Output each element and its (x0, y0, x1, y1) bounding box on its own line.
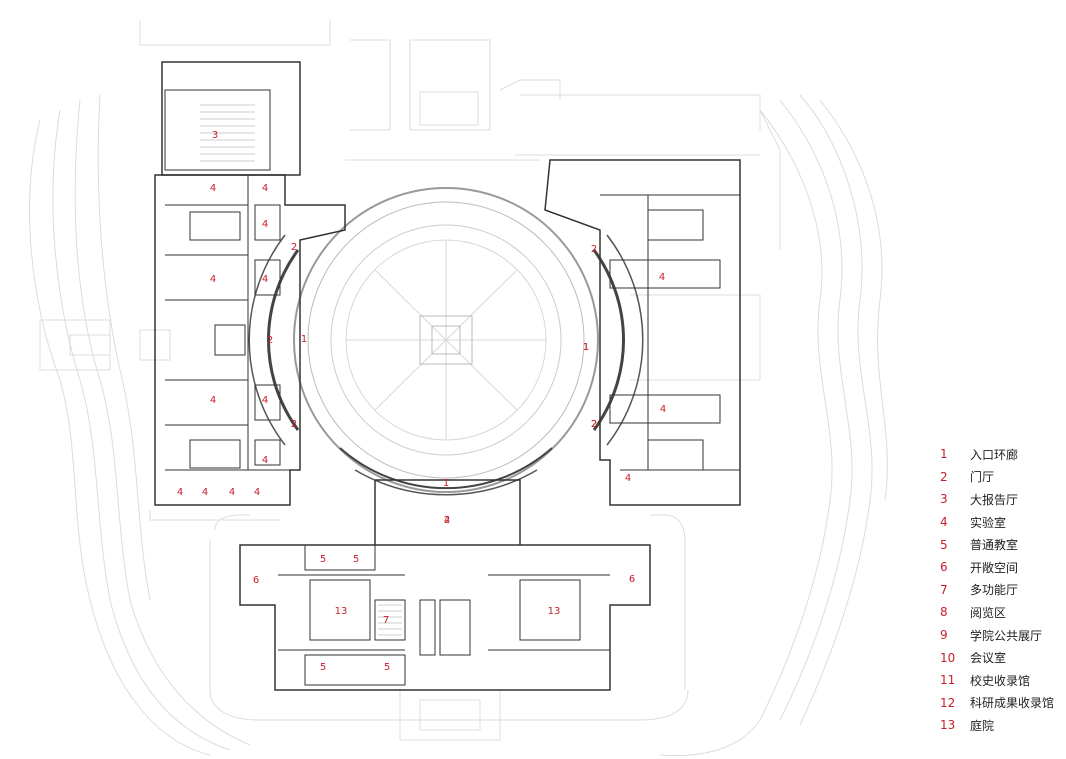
legend-item: 2 门厅 (940, 466, 1054, 489)
legend-label: 会议室 (970, 651, 1007, 666)
legend-item: 9 学院公共展厅 (940, 624, 1054, 647)
room-label-13: 13 (335, 606, 348, 617)
room-label-6: 6 (629, 574, 635, 585)
room-label-2: 2 (291, 419, 297, 430)
legend-item: 11 校史收录馆 (940, 669, 1054, 692)
room-label-2: 2 (591, 244, 597, 255)
room-label-5: 5 (353, 554, 359, 565)
legend-label: 入口环廊 (970, 447, 1019, 462)
legend-number: 4 (940, 515, 948, 530)
room-label-4: 4 (444, 515, 450, 526)
room-label-2: 2 (267, 335, 273, 346)
room-label-4: 4 (202, 487, 208, 498)
legend-label: 开敞空间 (970, 560, 1019, 575)
room-label-5: 5 (320, 662, 326, 673)
building-walls (154, 61, 741, 691)
legend-number: 6 (940, 560, 948, 575)
room-label-2: 2 (291, 242, 297, 253)
room-label-4: 4 (625, 473, 631, 484)
room-label-4: 4 (254, 487, 260, 498)
room-label-1: 1 (583, 342, 589, 353)
legend-label: 校史收录馆 (970, 673, 1031, 688)
room-label-4: 4 (229, 487, 235, 498)
room-label-4: 4 (262, 219, 268, 230)
legend-number: 12 (940, 695, 956, 710)
legend: 1 入口环廊 2 门厅 3 大报告厅 4 实验室 5 普通教室 6 开敞空间 7 多功能厅 8 阅览区 9 学院公… (940, 443, 1054, 737)
room-label-4: 4 (262, 274, 268, 285)
legend-item: 3 大报告厅 (940, 488, 1054, 511)
room-label-2: 2 (591, 419, 597, 430)
legend-label: 学院公共展厅 (970, 628, 1043, 643)
room-label-4: 4 (210, 274, 216, 285)
legend-number: 10 (940, 650, 956, 665)
room-label-5: 5 (384, 662, 390, 673)
legend-label: 阅览区 (970, 605, 1007, 620)
room-label-13: 13 (548, 606, 561, 617)
legend-number: 8 (940, 605, 948, 620)
legend-number: 1 (940, 447, 948, 462)
legend-number: 3 (940, 492, 948, 507)
room-label-4: 4 (262, 395, 268, 406)
room-label-4: 4 (177, 487, 183, 498)
legend-item: 1 入口环廊 (940, 443, 1054, 466)
room-label-5: 5 (320, 554, 326, 565)
room-label-1: 1 (583, 342, 589, 353)
legend-item: 10 会议室 (940, 646, 1054, 669)
room-label-4: 4 (262, 183, 268, 194)
legend-number: 7 (940, 582, 948, 597)
room-label-2: 2 (444, 515, 450, 526)
legend-number: 9 (940, 628, 948, 643)
room-label-4: 4 (262, 455, 268, 466)
room-label-4: 4 (210, 183, 216, 194)
legend-item: 5 普通教室 (940, 533, 1054, 556)
legend-item: 6 开敞空间 (940, 556, 1054, 579)
legend-item: 12 科研成果收录馆 (940, 692, 1054, 715)
legend-item: 7 多功能厅 (940, 579, 1054, 602)
legend-item: 8 阅览区 (940, 601, 1054, 624)
legend-item: 13 庭院 (940, 714, 1054, 737)
legend-number: 5 (940, 537, 948, 552)
room-label-4: 4 (659, 272, 665, 283)
central-courtyard (248, 187, 644, 496)
legend-label: 科研成果收录馆 (970, 696, 1055, 711)
legend-label: 大报告厅 (970, 492, 1019, 507)
room-label-4: 4 (210, 395, 216, 406)
room-label-1: 1 (443, 478, 449, 489)
auditorium-seating (200, 104, 402, 636)
legend-label: 庭院 (970, 718, 995, 733)
room-label-1: 1 (301, 334, 307, 345)
room-label-7: 7 (383, 615, 389, 626)
room-label-2: 2 (591, 419, 597, 430)
legend-label: 普通教室 (970, 538, 1019, 553)
legend-label: 实验室 (970, 515, 1007, 530)
legend-label: 多功能厅 (970, 583, 1019, 598)
legend-number: 13 (940, 718, 956, 733)
legend-label: 门厅 (970, 470, 995, 485)
legend-number: 11 (940, 673, 956, 688)
room-label-4: 4 (660, 404, 666, 415)
room-label-6: 6 (253, 575, 259, 586)
legend-number: 2 (940, 469, 948, 484)
legend-item: 4 实验室 (940, 511, 1054, 534)
room-label-3: 3 (212, 130, 218, 141)
site-context-lines (29, 20, 888, 757)
